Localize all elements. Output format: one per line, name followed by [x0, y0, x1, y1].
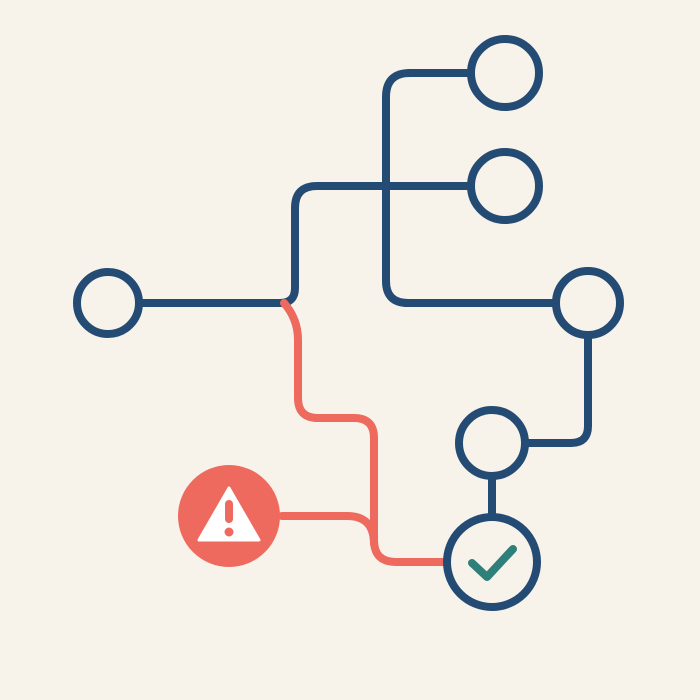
success-node-circle	[443, 513, 541, 611]
lower-right-node	[455, 406, 529, 480]
alert-node	[178, 465, 280, 567]
warning-exclamation-dot	[224, 527, 234, 537]
main-connector-path	[136, 182, 472, 307]
success-node	[443, 513, 541, 611]
source-node	[73, 268, 143, 338]
top-right-node	[467, 35, 543, 111]
warning-icon	[197, 486, 261, 542]
warning-exclamation-line	[225, 500, 233, 523]
alert-connector-path	[280, 299, 448, 566]
right-middle-node	[552, 267, 624, 339]
right-branch-path	[521, 332, 592, 447]
alert-branch-path	[278, 512, 378, 548]
upper-right-node	[467, 148, 543, 224]
check-icon	[468, 545, 517, 581]
top-branch-path	[382, 69, 472, 190]
middle-branch-path	[382, 182, 560, 307]
